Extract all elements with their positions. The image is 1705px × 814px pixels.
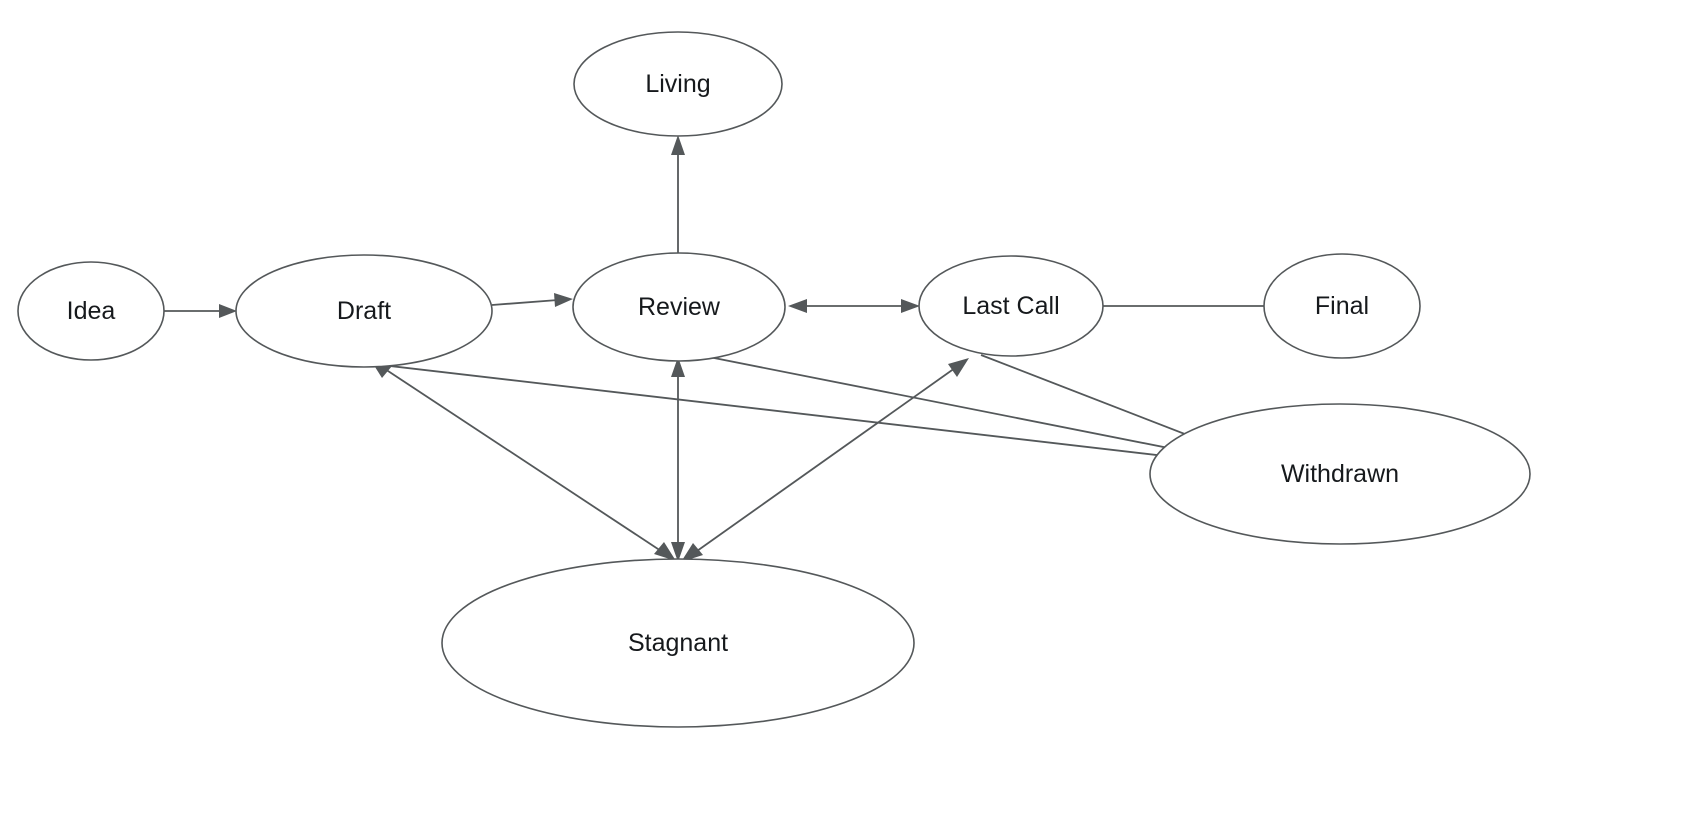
arrow-head-icon [654,542,676,561]
node-living[interactable]: Living [573,31,783,137]
node-label-lastcall: Last Call [962,292,1059,320]
arrow-head-icon [219,304,237,318]
node-label-withdrawn: Withdrawn [1281,460,1399,488]
node-label-living: Living [645,70,710,98]
arrow-head-icon [681,543,703,562]
edge-review-stagnant[interactable] [671,357,685,562]
edge-review-living[interactable] [671,135,685,253]
arrow-head-icon [671,135,685,155]
node-label-stagnant: Stagnant [628,629,728,657]
edge-draft-review[interactable] [491,293,573,307]
edge-draft-stagnant[interactable] [370,359,676,561]
node-layer: Idea Draft Review Living Last Call Final… [17,31,1531,728]
node-lastcall[interactable]: Last Call [918,255,1104,357]
arrow-head-icon [788,299,807,313]
edge-draft-withdrawn[interactable] [372,363,1250,471]
node-idea[interactable]: Idea [17,261,165,361]
node-final[interactable]: Final [1263,253,1421,359]
edge-idea-draft[interactable] [164,304,237,318]
edge-lastcall-stagnant[interactable] [681,358,969,562]
arrow-head-icon [901,299,920,313]
node-draft[interactable]: Draft [235,254,493,368]
node-label-final: Final [1315,292,1369,320]
arrow-head-icon [554,293,573,307]
node-stagnant[interactable]: Stagnant [441,558,915,728]
node-withdrawn[interactable]: Withdrawn [1149,403,1531,545]
node-label-review: Review [638,293,721,321]
edge-review-lastcall[interactable] [788,299,920,313]
node-label-idea: Idea [67,297,116,325]
node-review[interactable]: Review [572,252,786,362]
node-label-draft: Draft [337,297,391,325]
arrow-head-icon [948,358,969,377]
arrow-head-icon [671,542,685,562]
arrow-head-icon [671,357,685,377]
